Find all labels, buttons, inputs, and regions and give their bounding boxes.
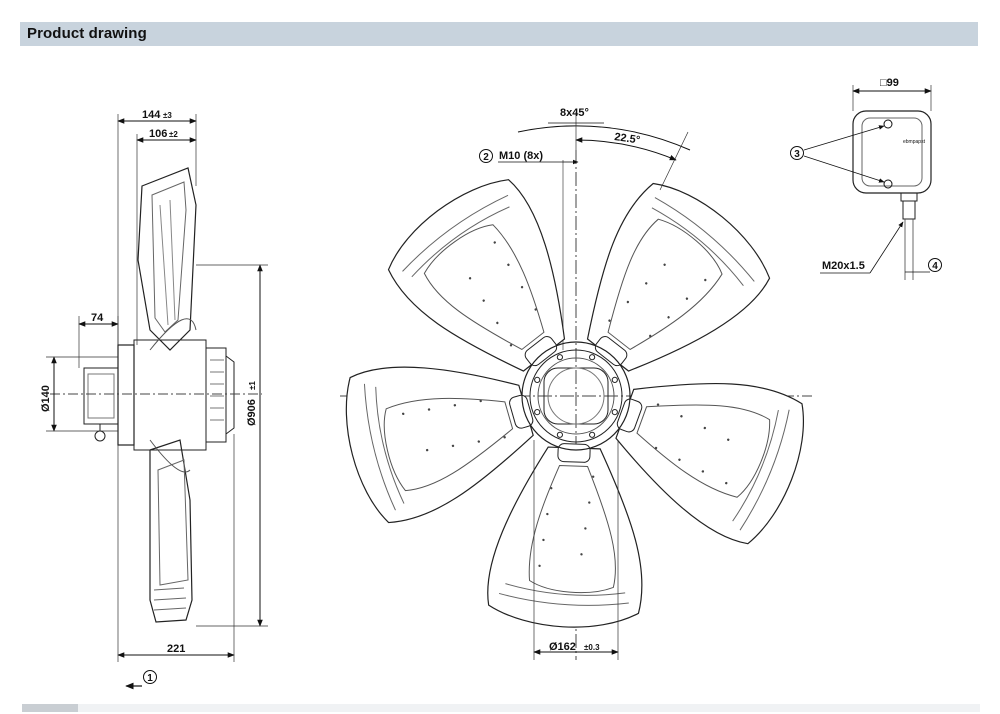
front-view-labels: 8x45° 22.5° 2 M10 (8x) Ø162 ±0.3 <box>483 107 641 653</box>
brand-mark: ebmpapst <box>903 139 926 145</box>
dim-overall-depth-tol: ±3 <box>163 111 172 120</box>
mounting-thread: M10 (8x) <box>499 150 543 162</box>
fan-blade <box>586 182 771 372</box>
dim-blade-depth: 106 <box>149 128 167 140</box>
dim-fan-diameter-tol: ±1 <box>248 381 257 390</box>
mounting-hole <box>534 376 541 383</box>
front-view <box>340 112 812 660</box>
footer-tab <box>22 704 78 712</box>
mounting-hole <box>611 376 618 383</box>
fan-blade <box>345 366 534 524</box>
dim-fan-diameter: Ø906 <box>246 399 258 426</box>
fan-blade <box>387 179 566 372</box>
screw-callout: 3 <box>794 149 800 160</box>
mounting-hole <box>611 409 618 416</box>
angle-offset: 22.5° <box>614 131 641 146</box>
mounting-callout-number: 2 <box>483 152 489 163</box>
section-title: Product drawing <box>27 25 147 42</box>
dim-hub-diameter: Ø140 <box>40 385 52 412</box>
angle-hole-pattern: 8x45° <box>560 107 589 119</box>
mounting-hole <box>556 354 564 361</box>
mounting-hole <box>589 431 596 438</box>
cable-gland: M20x1.5 <box>822 260 865 272</box>
footer-bar <box>22 704 980 712</box>
dim-overall-depth: 144 <box>142 109 161 121</box>
bolt-circle-tol: ±0.3 <box>584 643 600 652</box>
cable-callout: 4 <box>932 261 938 272</box>
mounting-hole <box>534 409 541 416</box>
terminal-box-labels: □99 3 M20x1.5 4 ebmpapst <box>794 77 938 272</box>
fan-blade <box>615 382 804 545</box>
mounting-hole <box>589 354 596 361</box>
side-view-labels: 144 ±3 106 ±2 74 Ø140 Ø906 ±1 221 1 <box>40 109 258 684</box>
side-view <box>46 114 268 690</box>
bolt-circle-diameter: Ø162 <box>549 641 576 653</box>
terminal-box-view <box>790 85 942 280</box>
dim-blade-depth-tol: ±2 <box>169 130 178 139</box>
section-header: Product drawing <box>20 22 978 46</box>
fan-blade <box>487 443 643 628</box>
mounting-hole <box>556 431 564 438</box>
fan-blades <box>345 179 804 628</box>
dim-box-width: □99 <box>880 77 899 89</box>
dim-bottom-width: 221 <box>167 643 185 655</box>
dim-hub-offset: 74 <box>91 312 104 324</box>
mounting-holes <box>534 354 618 438</box>
airflow-callout: 1 <box>147 673 153 684</box>
